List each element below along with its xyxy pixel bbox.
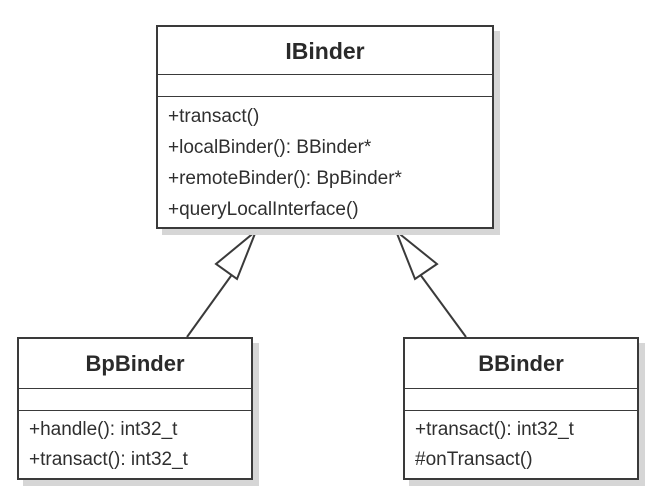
bbinder-attributes-compartment bbox=[405, 389, 637, 411]
ibinder-class-name: IBinder bbox=[158, 27, 492, 75]
bpbinder-class-name: BpBinder bbox=[19, 339, 251, 389]
bbinder-class-name: BBinder bbox=[405, 339, 637, 389]
bbinder-method: +transact(): int32_t bbox=[415, 419, 574, 440]
bpbinder-methods-compartment: +handle(): int32_t +transact(): int32_t bbox=[19, 411, 251, 475]
ibinder-method: +localBinder(): BBinder* bbox=[168, 137, 372, 158]
ibinder-class[interactable]: IBinder +transact() +localBinder(): BBin… bbox=[156, 25, 494, 229]
bpbinder-generalization-arrowhead bbox=[214, 230, 257, 281]
bbinder-method: #onTransact() bbox=[415, 449, 533, 470]
bpbinder-method: +transact(): int32_t bbox=[29, 449, 188, 470]
ibinder-methods-compartment: +transact() +localBinder(): BBinder* +re… bbox=[158, 97, 492, 225]
bbinder-generalization-arrowhead bbox=[393, 227, 439, 281]
bbinder-methods-compartment: +transact(): int32_t #onTransact() bbox=[405, 411, 637, 475]
ibinder-attributes-compartment bbox=[158, 75, 492, 97]
bpbinder-class[interactable]: BpBinder +handle(): int32_t +transact():… bbox=[17, 337, 253, 480]
ibinder-method: +transact() bbox=[168, 106, 260, 127]
bpbinder-attributes-compartment bbox=[19, 389, 251, 411]
ibinder-method: +remoteBinder(): BpBinder* bbox=[168, 168, 402, 189]
ibinder-method: +queryLocalInterface() bbox=[168, 199, 359, 220]
bpbinder-method: +handle(): int32_t bbox=[29, 419, 178, 440]
bbinder-class[interactable]: BBinder +transact(): int32_t #onTransact… bbox=[403, 337, 639, 480]
